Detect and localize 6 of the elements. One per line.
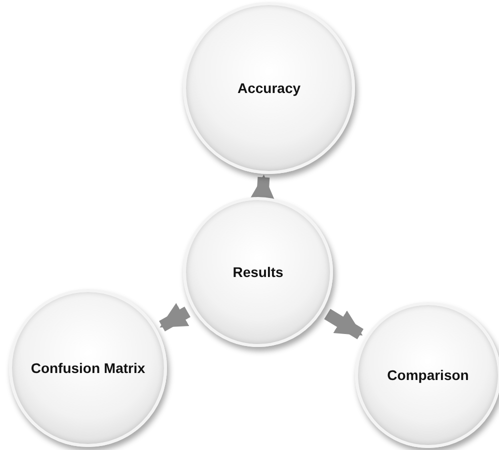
block-arrow — [324, 308, 364, 340]
node-label: Results — [232, 264, 284, 280]
block-arrow — [159, 303, 190, 332]
node-label: Comparison — [387, 366, 469, 384]
node-label: Accuracy — [237, 80, 301, 96]
node-label: Confusion Matrix — [30, 360, 146, 376]
